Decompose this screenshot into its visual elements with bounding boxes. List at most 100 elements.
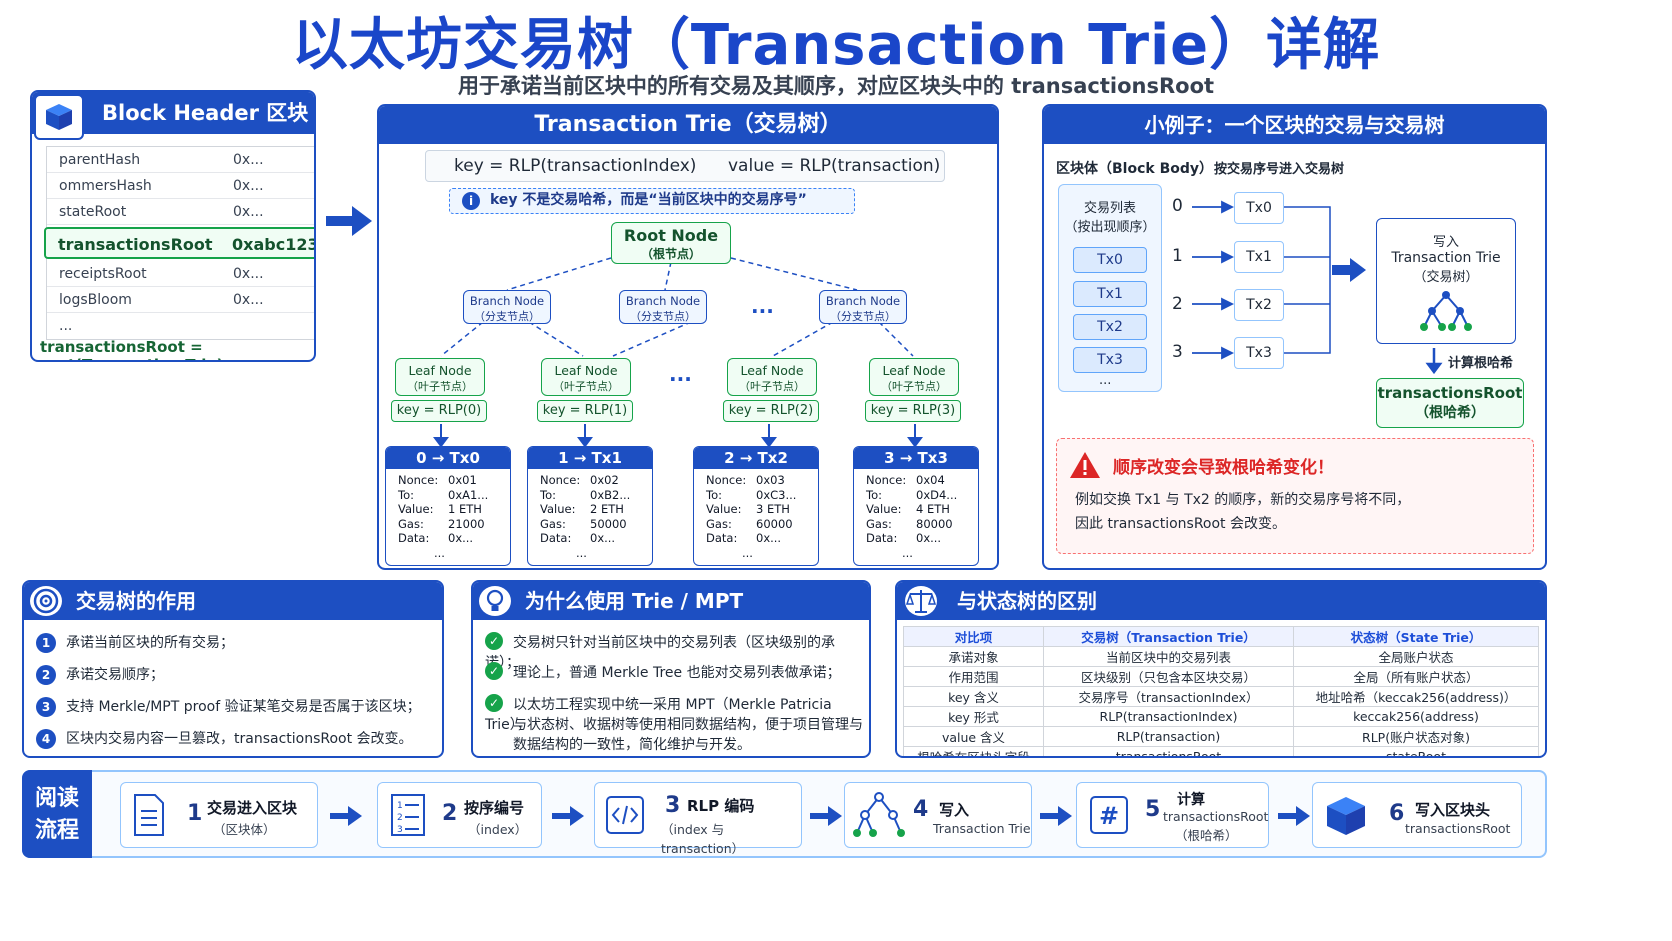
index-label: 2 <box>1172 294 1183 314</box>
branch-node: Branch Node（分支节点） <box>463 290 551 324</box>
why-item: ✓交易树只针对当前区块中的交易列表（区块级别的承诺）； <box>485 632 835 671</box>
warning-box: 顺序改变会导致根哈希变化！ 例如交换 Tx1 与 Tx2 的顺序，新的交易序号将… <box>1056 438 1534 554</box>
leaf-key: key = RLP(3) <box>865 400 961 422</box>
why-panel: 为什么使用 Trie / MPT ✓交易树只针对当前区块中的交易列表（区块级别的… <box>471 580 871 758</box>
transaction-trie-panel: Transaction Trie（交易树） key = RLP(transact… <box>377 104 999 570</box>
leaf-node: Leaf Node（叶子节点） <box>395 358 485 396</box>
root-hash-box: transactionsRoot （根哈希） <box>1376 378 1524 428</box>
write-trie-box: 写入 Transaction Trie （交易树） <box>1376 218 1516 344</box>
arrow-right-icon <box>330 806 362 826</box>
tx-slot: Tx2 <box>1234 289 1284 321</box>
arrow-right-icon <box>1278 806 1310 826</box>
svg-text:1: 1 <box>397 801 403 811</box>
leaf-ellipsis: ... <box>669 362 692 386</box>
cube-icon <box>34 94 84 140</box>
flow-label: 阅读流程 <box>22 770 92 858</box>
list-item: Tx2 <box>1073 314 1147 340</box>
key-note: i key 不是交易哈希，而是“当前区块中的交易序号” <box>449 188 855 214</box>
comparison-table: 对比项 交易树（Transaction Trie） 状态树（State Trie… <box>903 626 1539 756</box>
check-icon: ✓ <box>485 632 503 650</box>
label-order: 按交易序号进入交易树 <box>1214 162 1345 177</box>
branch-node: Branch Node（分支节点） <box>819 290 907 324</box>
flow-step-1: 1 交易进入区块 （区块体） <box>120 782 318 848</box>
key-definition: key = RLP(transactionIndex) <box>454 156 697 176</box>
leaf-key: key = RLP(2) <box>723 400 819 422</box>
why-item: ✓理论上，普通 Merkle Tree 也能对交易列表做承诺； <box>485 662 865 682</box>
index-label: 3 <box>1172 342 1183 362</box>
warning-title: 顺序改变会导致根哈希变化！ <box>1113 458 1334 478</box>
arrow-right-icon <box>326 206 372 236</box>
why-item-cont: 与状态树、收据树等使用相同数据结构，便于项目管理与 <box>513 717 863 733</box>
branch-node: Branch Node（分支节点） <box>619 290 707 324</box>
role-title: 交易树的作用 <box>24 582 442 620</box>
page-title: 以太坊交易树（Transaction Trie）详解 <box>291 13 1381 78</box>
tree-icon <box>853 792 905 837</box>
index-label: 1 <box>1172 246 1183 266</box>
example-arrows <box>1192 200 1443 375</box>
why-item-cont: 数据结构的一致性，简化维护与开发。 <box>513 737 751 753</box>
target-icon <box>30 586 62 616</box>
arrow-right-icon <box>1040 806 1072 826</box>
root-node: Root Node （根节点） <box>611 222 731 264</box>
trie-edges <box>433 257 923 448</box>
arrow-right-icon <box>552 806 584 826</box>
tree-icon <box>1420 291 1472 331</box>
tx-card: 1 → Tx1 Nonce:0x02 To:0xB2... Value:2 ET… <box>527 446 653 566</box>
check-icon: ✓ <box>485 694 503 712</box>
scale-icon <box>905 586 937 616</box>
table-row: key 含义交易序号（transactionIndex）地址哈希（keccak2… <box>903 686 1539 707</box>
why-title: 为什么使用 Trie / MPT <box>473 582 869 620</box>
svg-text:3: 3 <box>397 825 403 835</box>
block-header-footer: transactionsRoot = root(Transaction Trie… <box>40 338 223 360</box>
key-value-definition: key = RLP(transactionIndex) value = RLP(… <box>425 150 945 182</box>
tx-slot: Tx0 <box>1234 192 1284 224</box>
tx-card: 3 → Tx3 Nonce:0x04 To:0xD4... Value:4 ET… <box>853 446 979 566</box>
svg-text:#: # <box>1099 802 1119 830</box>
warning-text: 例如交换 Tx1 与 Tx2 的顺序，新的交易序号将不同， <box>1075 492 1411 508</box>
compute-label: 计算根哈希 <box>1448 356 1514 371</box>
flow-step-6: 6 写入区块头 transactionsRoot <box>1312 782 1522 848</box>
warning-text: 因此 transactionsRoot 会改变。 <box>1075 516 1286 532</box>
list-item: Tx0 <box>1073 247 1147 273</box>
diff-title: 与状态树的区别 <box>897 582 1545 620</box>
tx-card: 2 → Tx2 Nonce:0x03 To:0xC3... Value:3 ET… <box>693 446 819 566</box>
check-icon: ✓ <box>485 662 503 680</box>
flow-step-5: # 5 计算 transactionsRoot （根哈希） <box>1076 782 1269 848</box>
value-definition: value = RLP(transaction) <box>728 156 941 176</box>
label-block-body: 区块体（Block Body） <box>1056 161 1214 177</box>
svg-text:2: 2 <box>397 813 403 823</box>
tx-slot: Tx3 <box>1234 337 1284 369</box>
table-header-row: 对比项 交易树（Transaction Trie） 状态树（State Trie… <box>903 626 1539 647</box>
table-row: 作用范围区块级别（只包含本区块交易）全局（所有账户状态） <box>903 666 1539 687</box>
arrow-right-icon <box>810 806 842 826</box>
info-icon: i <box>462 192 480 210</box>
example-title: 小例子：一个区块的交易与交易树 <box>1044 106 1545 144</box>
cube-icon <box>1327 797 1365 835</box>
why-item: ✓以太坊工程实现中统一采用 MPT（Merkle Patricia Trie）， <box>485 694 832 733</box>
table-row: 承诺对象当前区块中的交易列表全局账户状态 <box>903 646 1539 667</box>
list-more: ... <box>1099 373 1112 388</box>
list-item: Tx1 <box>1073 281 1147 307</box>
leaf-node: Leaf Node（叶子节点） <box>869 358 959 396</box>
leaf-key: key = RLP(0) <box>391 400 487 422</box>
lightbulb-icon <box>479 586 511 616</box>
tx-slot: Tx1 <box>1234 241 1284 273</box>
leaf-key: key = RLP(1) <box>537 400 633 422</box>
page-subtitle: 用于承诺当前区块中的所有交易及其顺序，对应区块头中的 transactionsR… <box>457 74 1215 98</box>
numbered-list-icon: 1 2 3 <box>391 794 425 836</box>
